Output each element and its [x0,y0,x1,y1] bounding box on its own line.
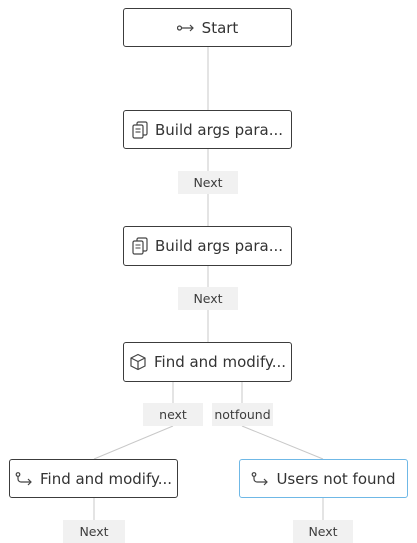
find-and-modify-next-node[interactable]: Find and modify... [9,459,178,498]
copy-document-icon [132,237,148,255]
edge-label-build2-next[interactable]: Next [178,287,238,310]
edge-label-find-next[interactable]: next [143,403,203,426]
users-not-found-node-label: Users not found [276,469,396,488]
build-args-node-1-label: Build args para... [155,120,283,139]
edge-label-right-next[interactable]: Next [293,520,353,543]
edge-find-next-diagonal [93,425,174,460]
edge-label-build1-next[interactable]: Next [178,171,238,194]
start-node-label: Start [201,18,239,37]
copy-document-icon [132,120,148,139]
edge-label-find-notfound[interactable]: notfound [212,403,273,426]
start-node[interactable]: Start [123,8,292,47]
find-and-modify-node-label: Find and modify... [153,353,287,371]
users-not-found-node[interactable]: Users not found [239,459,408,498]
build-args-node-1[interactable]: Build args para... [123,110,292,149]
return-arrow-icon [251,471,269,486]
edge-find-notfound-diagonal [241,425,324,460]
cube-icon [129,353,147,371]
build-args-node-2-label: Build args para... [155,237,283,255]
arrow-right-icon [176,23,195,33]
return-arrow-icon [15,471,33,486]
build-args-node-2[interactable]: Build args para... [123,226,292,266]
edge-label-left-next[interactable]: Next [63,520,125,543]
find-and-modify-next-node-label: Find and modify... [39,469,173,488]
find-and-modify-node[interactable]: Find and modify... [123,342,292,382]
